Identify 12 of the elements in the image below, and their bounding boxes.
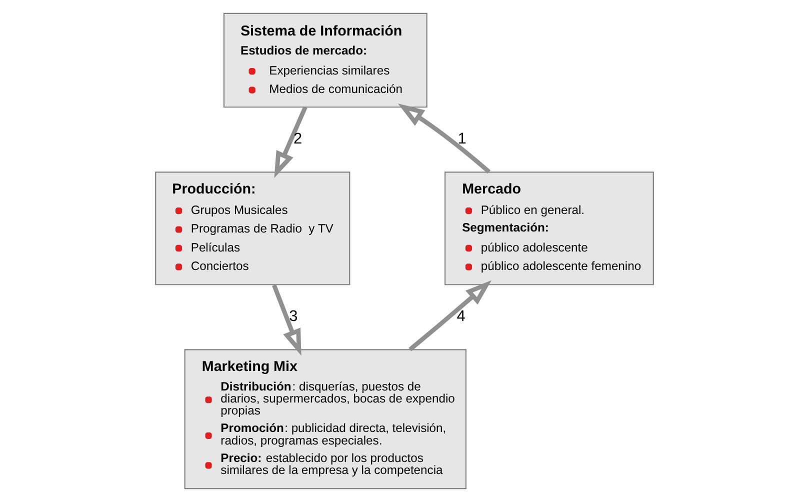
arrow [272, 284, 302, 356]
arrow [274, 106, 308, 178]
edge-label: 4 [456, 308, 466, 325]
edge-label: 3 [289, 308, 298, 325]
node-box: Sistema de Información Estudios de mercado: Experiencias similares Medios de comunicación [223, 12, 428, 108]
node-box: Mercado Público en general. Segmentación: público adolescente público adolescente femenino [444, 171, 654, 285]
arrow [408, 280, 492, 351]
edge-label: 2 [294, 130, 302, 148]
node-box: Producción: Grupos Musicales Programas de Radio y TV Películas Conciertos [155, 171, 350, 285]
node-box: Marketing Mix Distribución: disquerías, puestos de diarios, supermercados, bocas de expendio propias Promoción: publicidad directa, televisión, radios, programas especiales. Precio: establecido por los productos similares de la empresa y la competencia [184, 348, 467, 489]
arrow [398, 103, 491, 174]
edge-label: 1 [458, 130, 466, 148]
